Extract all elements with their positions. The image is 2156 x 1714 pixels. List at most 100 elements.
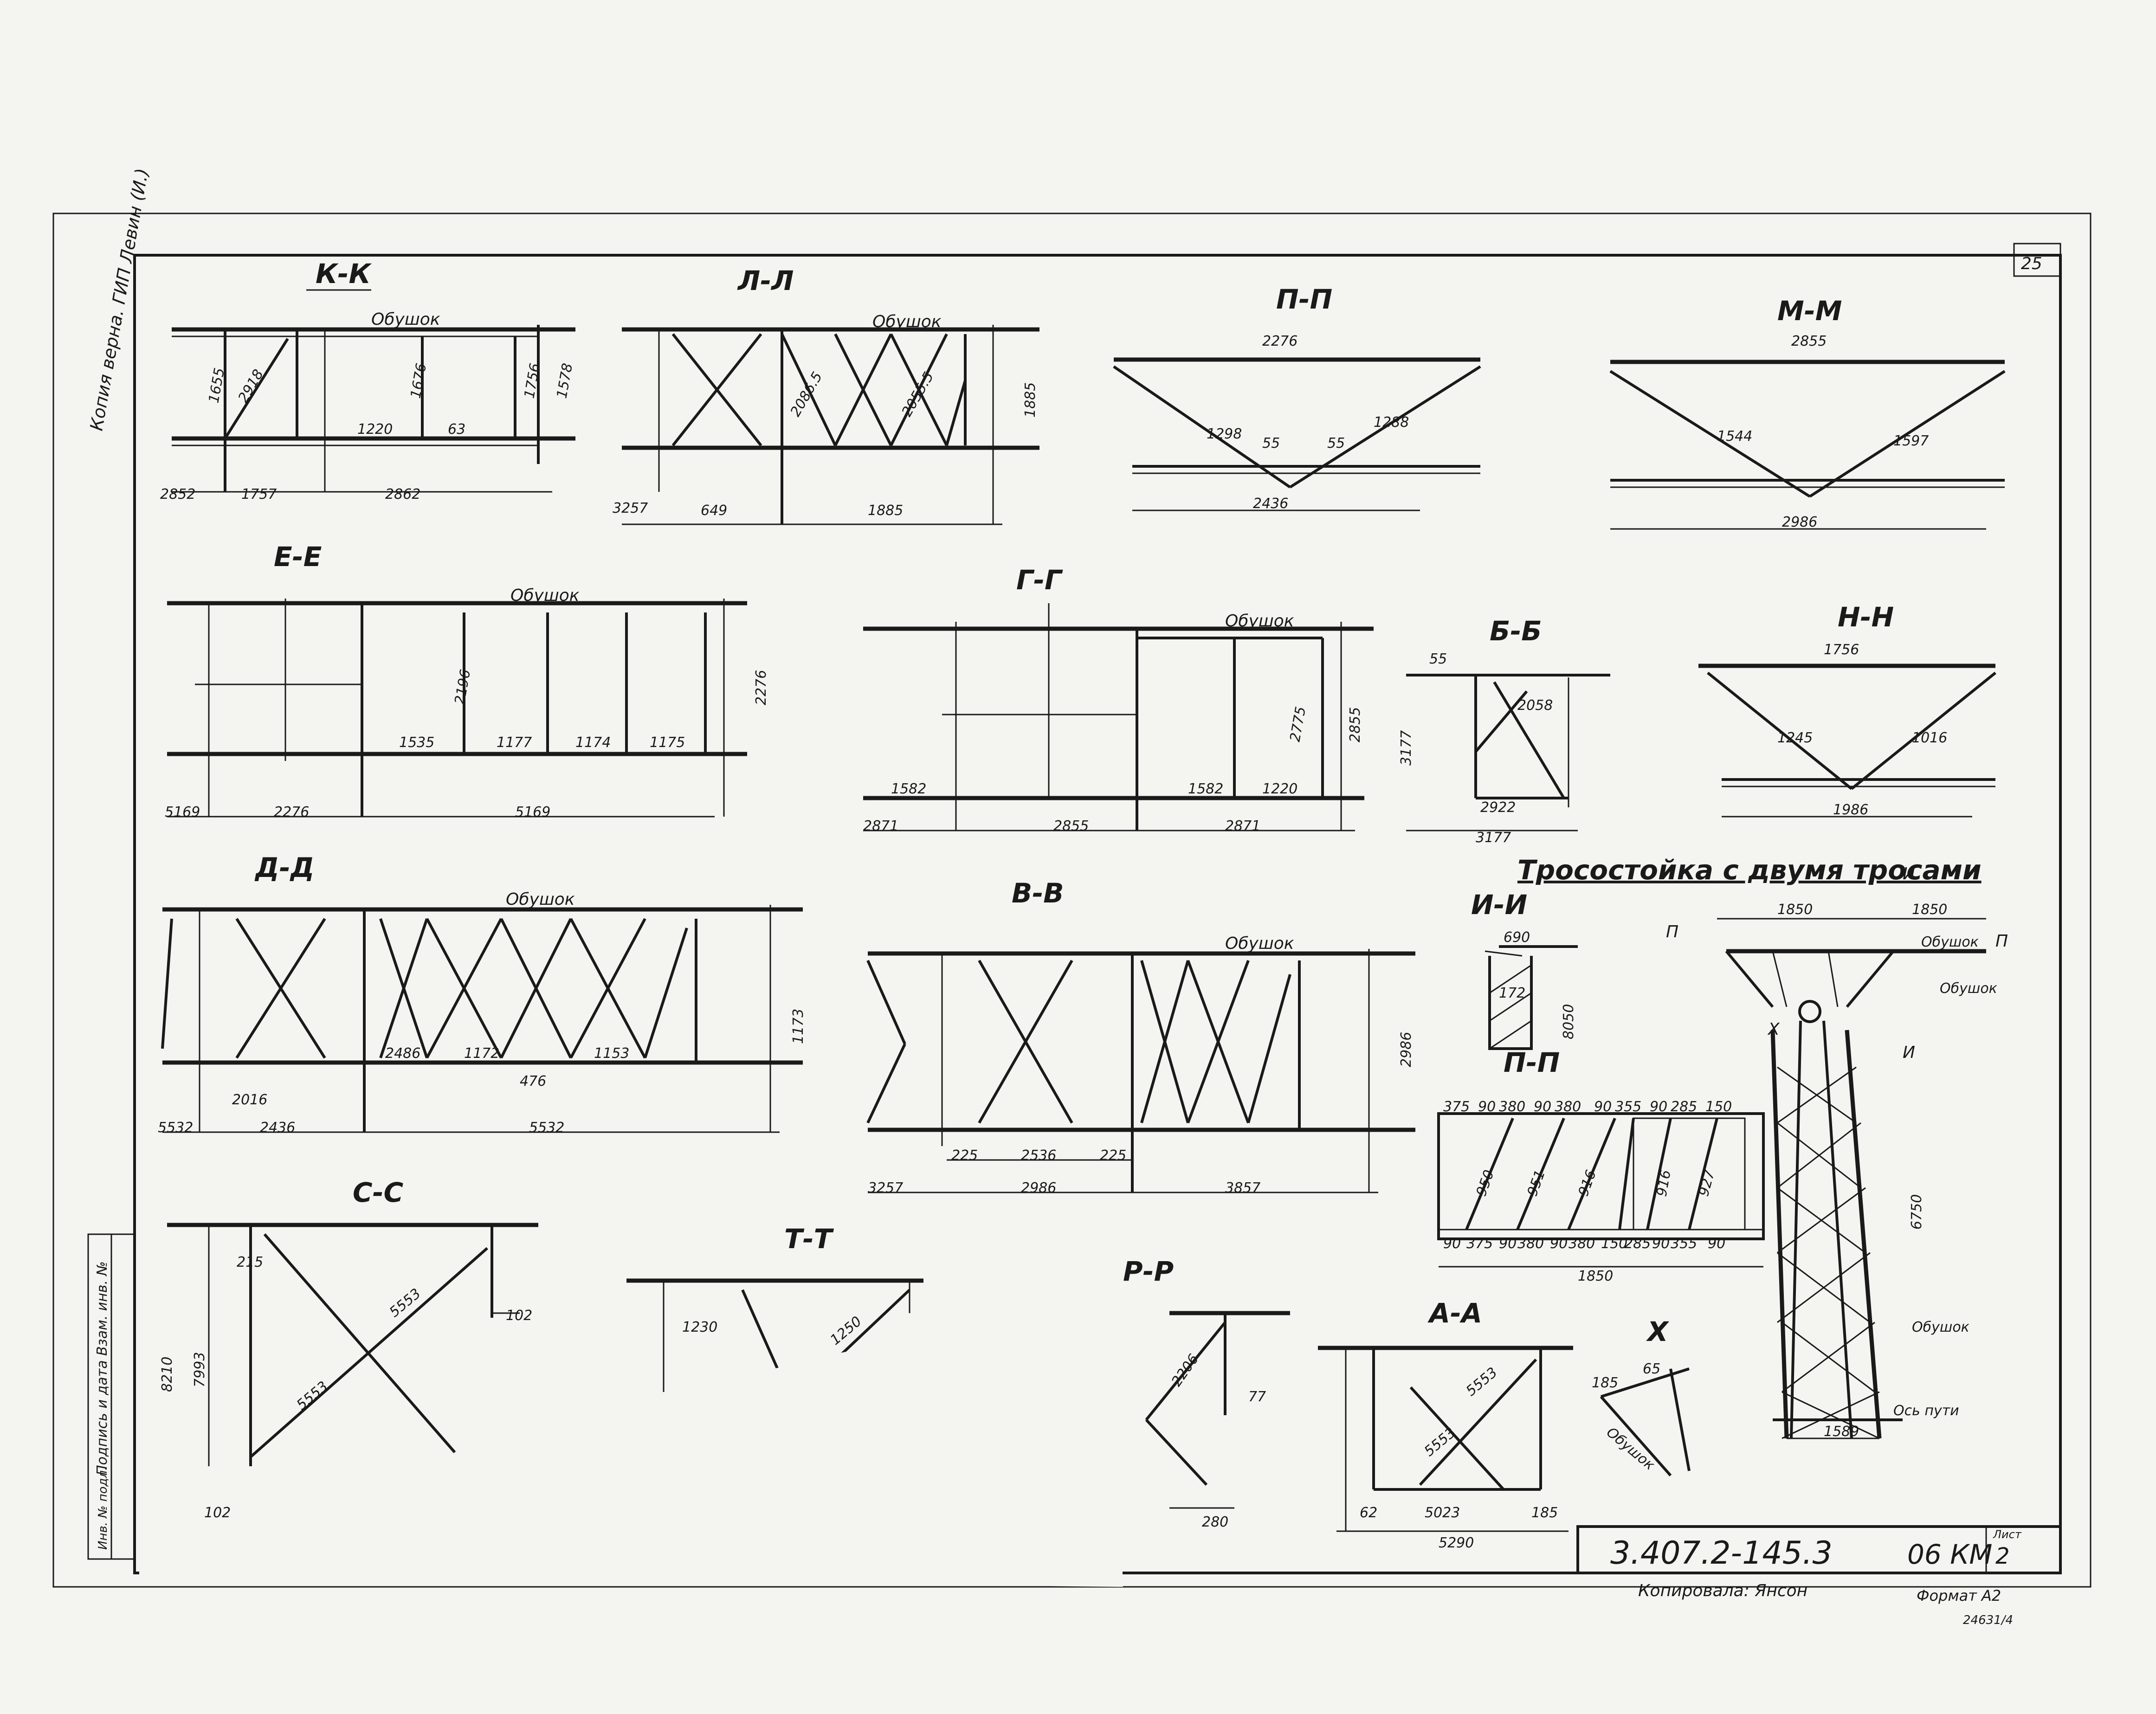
svg-text:7993: 7993 (192, 1352, 208, 1387)
svg-text:2871: 2871 (863, 818, 898, 834)
svg-text:380: 380 (1517, 1236, 1544, 1252)
svg-text:1597: 1597 (1893, 433, 1929, 449)
svg-text:77: 77 (1248, 1389, 1266, 1405)
svg-text:Обушок: Обушок (1921, 934, 1979, 950)
svg-text:1153: 1153 (594, 1045, 629, 1062)
svg-text:1220: 1220 (357, 421, 393, 438)
svg-text:2852: 2852 (160, 486, 195, 503)
format: Формат А2 (1917, 1587, 2001, 1604)
svg-text:5290: 5290 (1439, 1535, 1474, 1551)
page-number-box (2013, 243, 2061, 277)
svg-text:1582: 1582 (1188, 781, 1223, 797)
svg-text:380: 380 (1499, 1099, 1525, 1115)
svg-text:225: 225 (1100, 1147, 1126, 1164)
svg-text:1172: 1172 (464, 1045, 499, 1062)
view-title: К-К (316, 258, 372, 290)
svg-text:П: П (1666, 922, 1678, 941)
view-title: П-П (1504, 1047, 1560, 1078)
svg-text:476: 476 (520, 1073, 546, 1089)
view-tower: 1850 1850 Обушок Обушок Обушок Ось пути … (1666, 864, 2008, 1440)
svg-text:И: И (1903, 1043, 1915, 1062)
svg-text:3177: 3177 (1398, 730, 1414, 766)
svg-text:2986: 2986 (1782, 514, 1817, 530)
svg-text:3257: 3257 (868, 1180, 903, 1196)
view-gg: Г-Г Обушок 1582 1582 1220 2871 2855 2871… (863, 564, 1374, 834)
svg-text:380: 380 (1569, 1236, 1595, 1252)
svg-text:8210: 8210 (159, 1357, 175, 1392)
svg-text:2276: 2276 (1262, 333, 1297, 349)
svg-text:2855: 2855 (1053, 818, 1089, 834)
view-ee: Е-Е Обушок 1535 1177 1174 1175 5169 2276… (165, 541, 769, 820)
svg-text:Ось пути: Ось пути (1893, 1403, 1959, 1419)
svg-text:Обушок: Обушок (1225, 612, 1294, 631)
view-title: Т-Т (784, 1223, 834, 1255)
view-ll: Л-Л Обушок 2086.5 2055.5 649 3257 1885 1… (613, 265, 1039, 525)
svg-text:1298: 1298 (1207, 426, 1242, 442)
svg-text:90: 90 (1534, 1099, 1551, 1115)
svg-text:2918: 2918 (235, 367, 267, 406)
view-kk: К-К Обушок 1655 2918 1676 1756 1578 1220… (160, 258, 576, 503)
svg-text:150: 150 (1705, 1099, 1732, 1115)
svg-text:5553: 5553 (294, 1378, 331, 1413)
svg-text:2855: 2855 (1791, 333, 1827, 349)
svg-text:П: П (1995, 932, 2008, 951)
svg-text:1250: 1250 (827, 1313, 865, 1348)
damaged-area (139, 1313, 1123, 1587)
left-stamp: Подпись и дата Взам. инв. № Инв. № подл.… (86, 167, 152, 1560)
view-title: П-П (1276, 284, 1332, 315)
svg-text:6750: 6750 (1909, 1194, 1925, 1230)
svg-text:90: 90 (1550, 1236, 1568, 1252)
svg-text:172: 172 (1499, 985, 1525, 1001)
svg-text:375: 375 (1443, 1099, 1470, 1115)
svg-text:1016: 1016 (1912, 730, 1947, 746)
view-ii: И-И 690 172 8050 (1471, 889, 1578, 1050)
svg-text:1582: 1582 (891, 781, 926, 797)
svg-text:90: 90 (1443, 1236, 1461, 1252)
svg-text:65: 65 (1643, 1361, 1660, 1377)
svg-text:Обушок: Обушок (1912, 1319, 1969, 1335)
svg-text:1676: 1676 (407, 362, 430, 400)
svg-text:150: 150 (1601, 1236, 1627, 1252)
svg-text:1230: 1230 (682, 1319, 717, 1335)
svg-text:1544: 1544 (1717, 428, 1752, 445)
svg-text:355: 355 (1671, 1236, 1697, 1252)
view-vv: В-В Обушок 225 2536 225 3257 2986 3857 2… (866, 877, 1415, 1196)
view-x: Х Обушок 185 65 (1592, 1316, 1691, 1476)
svg-text:Обушок: Обушок (371, 310, 440, 329)
svg-text:1177: 1177 (497, 735, 532, 751)
svg-text:2196: 2196 (452, 668, 474, 706)
view-title: Р-Р (1123, 1256, 1174, 1287)
svg-text:5169: 5169 (165, 804, 200, 820)
svg-text:1885: 1885 (868, 503, 903, 519)
svg-text:90: 90 (1708, 1236, 1725, 1252)
list-number: 2 (1995, 1543, 2010, 1569)
svg-text:55: 55 (1327, 435, 1345, 451)
title-block: 3.407.2-145.3 06 КМ Лист 2 Копировала: Я… (1576, 1525, 2062, 1627)
svg-text:90: 90 (1478, 1099, 1496, 1115)
svg-text:5553: 5553 (1421, 1424, 1459, 1460)
view-title: М-М (1777, 295, 1842, 327)
svg-text:916: 916 (1653, 1169, 1674, 1198)
view-aa: А-А 5553 5553 5023 5290 62 185 (1318, 1297, 1573, 1551)
view-title: В-В (1012, 877, 1064, 909)
view-title: С-С (353, 1177, 403, 1208)
svg-text:380: 380 (1555, 1099, 1581, 1115)
svg-text:2871: 2871 (1225, 818, 1260, 834)
svg-text:90: 90 (1652, 1236, 1670, 1252)
svg-text:90: 90 (1650, 1099, 1667, 1115)
svg-text:2058: 2058 (1517, 697, 1553, 714)
view-title: Г-Г (1016, 564, 1063, 596)
view-rr: Р-Р 2206 77 280 (1123, 1256, 1290, 1530)
list-label: Лист (1993, 1528, 2022, 1541)
stamp-margin-label: Подпись и дата Взам. инв. № (94, 1261, 110, 1476)
svg-text:3177: 3177 (1476, 830, 1511, 846)
svg-text:1288: 1288 (1374, 414, 1409, 431)
svg-text:375: 375 (1466, 1236, 1493, 1252)
svg-text:3257: 3257 (613, 500, 648, 516)
svg-text:2986: 2986 (1398, 1032, 1414, 1067)
svg-text:1756: 1756 (1824, 642, 1859, 658)
svg-text:63: 63 (448, 421, 465, 438)
view-nn: Н-Н 1756 1245 1016 1986 (1698, 601, 1996, 818)
svg-text:2922: 2922 (1480, 799, 1516, 816)
stamp-inv-label: Инв. № подл. (96, 1467, 110, 1550)
